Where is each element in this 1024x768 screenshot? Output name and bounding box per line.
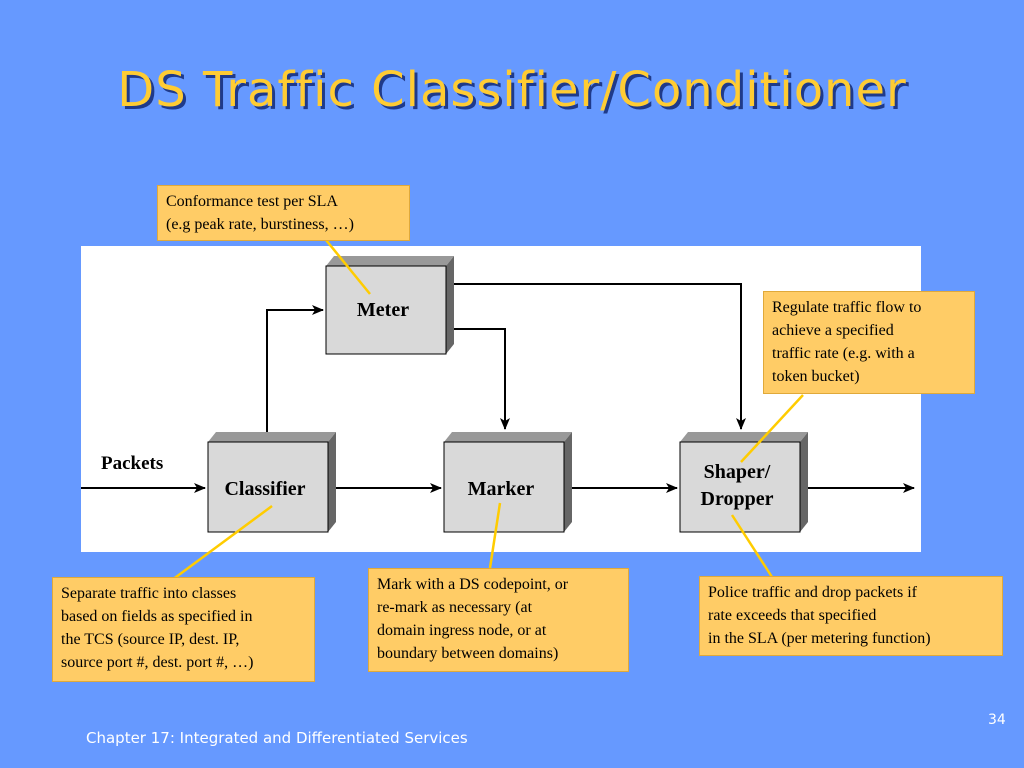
- shaper-label-line1: Shaper/: [704, 461, 771, 483]
- leader-classifier: [171, 504, 273, 582]
- leader-meter: [325, 239, 371, 295]
- classifier-callout: Separate traffic into classes based on f…: [52, 577, 315, 682]
- arrow-meter-to-shaper: [454, 283, 746, 430]
- marker-block: Marker: [443, 432, 572, 533]
- leader-marker: [488, 502, 502, 569]
- marker-block-side: [564, 432, 572, 532]
- shaper-regulate-callout: Regulate traffic flow to achieve a speci…: [763, 291, 975, 394]
- marker-label: Marker: [468, 478, 535, 500]
- meter-label: Meter: [357, 299, 409, 321]
- classifier-block-side: [328, 432, 336, 532]
- classifier-block: Classifier: [207, 432, 336, 533]
- leader-shaper-regulate: [740, 394, 804, 463]
- meter-block-top: [326, 256, 454, 266]
- meter-callout: Conformance test per SLA (e.g peak rate,…: [157, 185, 410, 241]
- classifier-label: Classifier: [224, 478, 305, 500]
- shaper-block-face: [679, 441, 801, 533]
- marker-block-face: [443, 441, 565, 533]
- arrow-meter-to-marker: [454, 328, 510, 430]
- footer-chapter: Chapter 17: Integrated and Differentiate…: [86, 729, 468, 747]
- shaper-block-top: [680, 432, 808, 442]
- slide-title: DS Traffic Classifier/Conditioner: [117, 62, 907, 118]
- arrow-classifier-to-meter: [266, 305, 324, 432]
- shaper-block-side: [800, 432, 808, 532]
- leader-shaper-police: [730, 514, 774, 578]
- meter-block: Meter: [325, 256, 454, 355]
- marker-block-top: [444, 432, 572, 442]
- classifier-block-face: [207, 441, 329, 533]
- marker-callout: Mark with a DS codepoint, or re-mark as …: [368, 568, 629, 672]
- shaper-police-callout: Police traffic and drop packets if rate …: [699, 576, 1003, 656]
- shaper-label-line2: Dropper: [701, 488, 774, 510]
- callout-leaders: [171, 239, 804, 582]
- shaper-dropper-block: Shaper/ Dropper: [679, 432, 808, 533]
- meter-block-face: [325, 265, 447, 355]
- classifier-block-top: [208, 432, 336, 442]
- slide-number: 34: [988, 712, 1006, 728]
- meter-block-side: [446, 256, 454, 354]
- packets-label: Packets: [101, 453, 163, 474]
